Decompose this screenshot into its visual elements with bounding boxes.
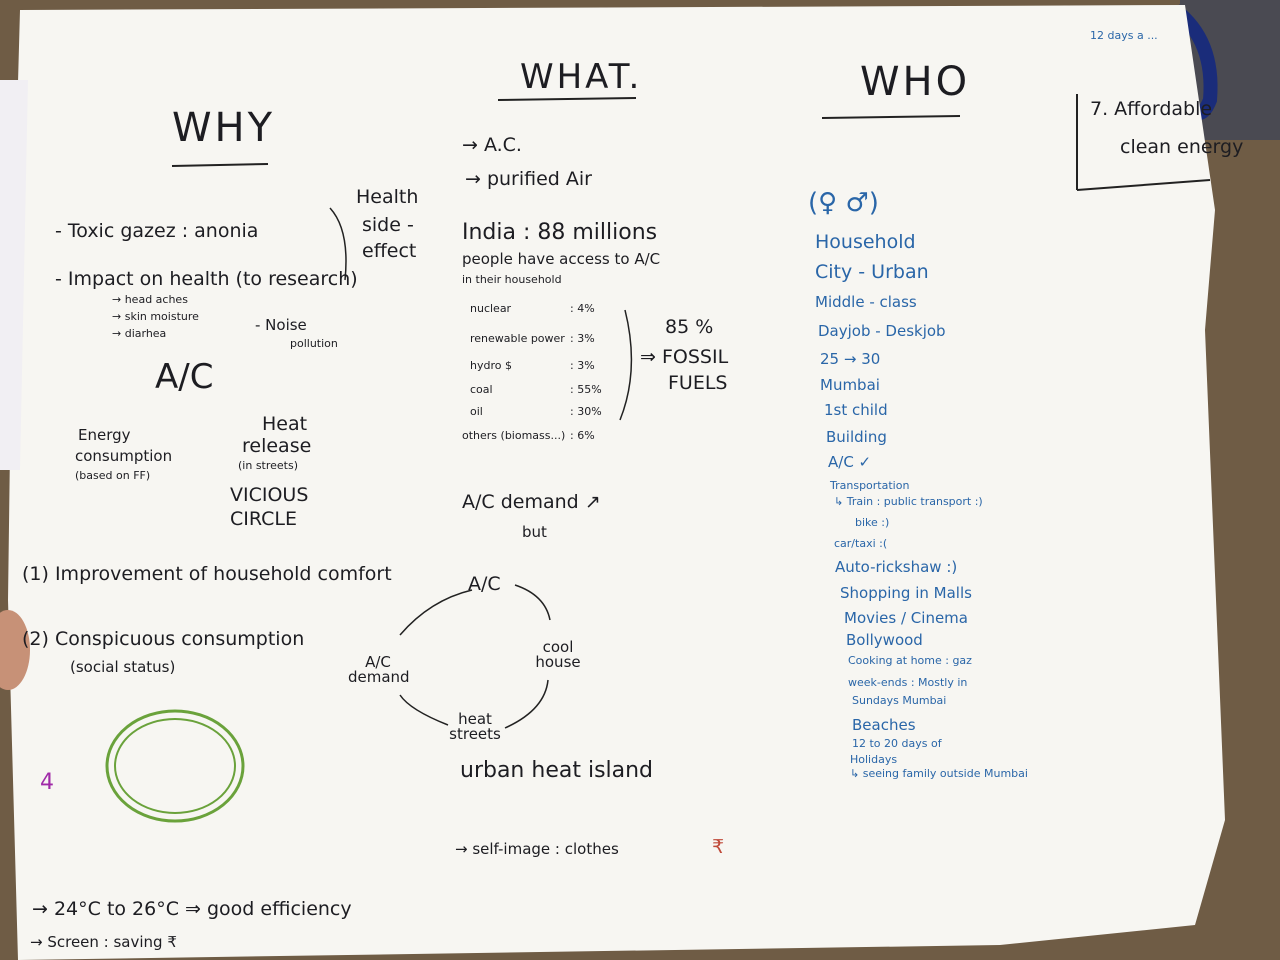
health-side-effect-3: effect (362, 240, 417, 262)
what-heading: WHAT. (520, 57, 643, 97)
impact-health-line: - Impact on health (to research) (55, 268, 358, 290)
who-sundays: Sundays Mumbai (852, 694, 947, 707)
diarhea-note: → diarhea (112, 327, 167, 340)
cycle-cool-house: cool house (535, 638, 581, 671)
india-stat: India : 88 millions (462, 220, 658, 245)
mix-value-renewable: : 3% (570, 332, 595, 345)
who-seeing-family: ↳ seeing family outside Mumbai (850, 767, 1028, 780)
mix-value-coal: : 55% (570, 383, 602, 396)
mix-value-others: : 6% (570, 429, 595, 442)
reason-conspicuous-1: (2) Conspicuous consumption (22, 628, 305, 650)
rupee-mark: ₹ (712, 836, 725, 858)
mix-value-hydro: : 3% (570, 359, 595, 372)
who-building: Building (826, 428, 887, 446)
why-heading: WHY (172, 105, 276, 151)
cycle-ac: A/C (468, 573, 501, 595)
who-shopping: Shopping in Malls (840, 584, 972, 602)
heat-line-1: Heat (262, 413, 308, 435)
who-mumbai: Mumbai (820, 376, 880, 394)
who-deskjob: Dayjob - Deskjob (818, 322, 946, 340)
who-age: 25 → 30 (820, 350, 881, 368)
temperature-line: → 24°C to 26°C ⇒ good efficiency (32, 898, 352, 920)
toxic-gases-line: - Toxic gazez : anonia (55, 220, 259, 242)
vicious-line-2: CIRCLE (230, 508, 297, 530)
mix-label-oil: oil (470, 405, 483, 418)
fossil-line-2: FUELS (668, 372, 728, 394)
vicious-line-1: VICIOUS (230, 484, 309, 506)
sdg-line-2: clean energy (1120, 136, 1244, 158)
who-beaches: Beaches (852, 716, 916, 734)
noise-line-2: pollution (290, 337, 338, 350)
reason-conspicuous-2: (social status) (70, 658, 176, 676)
who-holidays: Holidays (850, 753, 898, 766)
margin-mark: 4 (40, 770, 54, 795)
what-item-purified-air: → purified Air (465, 168, 592, 190)
who-weekends: week-ends : Mostly in (848, 676, 968, 689)
cycle-heat-streets: heat streets (449, 710, 501, 743)
who-bike: bike :) (855, 516, 890, 529)
gender-symbols: (♀ ♂) (808, 188, 879, 218)
corner-note: 12 days a ... (1090, 29, 1158, 42)
mix-label-hydro: hydro $ (470, 359, 512, 372)
skin-note: → skin moisture (112, 310, 199, 323)
who-ac-check: A/C ✓ (828, 453, 872, 471)
mix-label-renewable: renewable power (470, 332, 565, 345)
who-transportation: Transportation (830, 479, 910, 492)
why-ac-label: A/C (155, 357, 214, 397)
who-household: Household (815, 231, 916, 253)
who-bollywood: Bollywood (846, 631, 923, 649)
who-movies: Movies / Cinema (844, 609, 968, 627)
heat-line-2: release (242, 435, 312, 457)
energy-line-2: consumption (75, 447, 173, 465)
who-city-urban: City - Urban (815, 261, 929, 283)
demand-line: A/C demand ↗ (462, 491, 601, 513)
energy-line-1: Energy (78, 426, 131, 444)
who-holiday-days: 12 to 20 days of (852, 737, 942, 750)
sdg-line-1: 7. Affordable (1090, 98, 1213, 120)
who-train: ↳ Train : public transport :) (834, 495, 983, 508)
fossil-percent: 85 % (665, 316, 714, 338)
who-first-child: 1st child (824, 401, 888, 419)
mix-value-nuclear: : 4% (570, 302, 595, 315)
people-access-1: people have access to A/C (462, 250, 661, 268)
mix-label-others: others (biomass...) (462, 429, 566, 442)
who-cooking: Cooking at home : gaz (848, 654, 972, 667)
who-auto-rickshaw: Auto-rickshaw :) (835, 558, 958, 576)
headaches-note: → head aches (112, 293, 188, 306)
who-middle-class: Middle - class (815, 293, 917, 311)
who-heading: WHO (860, 59, 971, 105)
mix-label-coal: coal (470, 383, 493, 396)
fossil-line-1: ⇒ FOSSIL (640, 346, 729, 368)
mix-value-oil: : 30% (570, 405, 602, 418)
reason-comfort: (1) Improvement of household comfort (22, 563, 392, 585)
health-side-effect-1: Health (356, 186, 419, 208)
energy-line-3: (based on FF) (75, 469, 151, 482)
who-car-taxi: car/taxi :( (834, 537, 888, 550)
mix-label-nuclear: nuclear (470, 302, 512, 315)
self-image-line: → self-image : clothes (455, 840, 619, 858)
what-item-ac: → A.C. (462, 134, 522, 156)
health-side-effect-2: side - (362, 214, 414, 236)
noise-line-1: - Noise (255, 316, 307, 334)
people-access-2: in their household (462, 273, 562, 286)
heat-line-3: (in streets) (238, 459, 299, 472)
urban-heat-island: urban heat island (460, 758, 654, 783)
cycle-ac-demand: A/C demand (348, 653, 410, 686)
demand-but: but (522, 523, 547, 541)
screen-saving-line: → Screen : saving ₹ (30, 933, 177, 951)
